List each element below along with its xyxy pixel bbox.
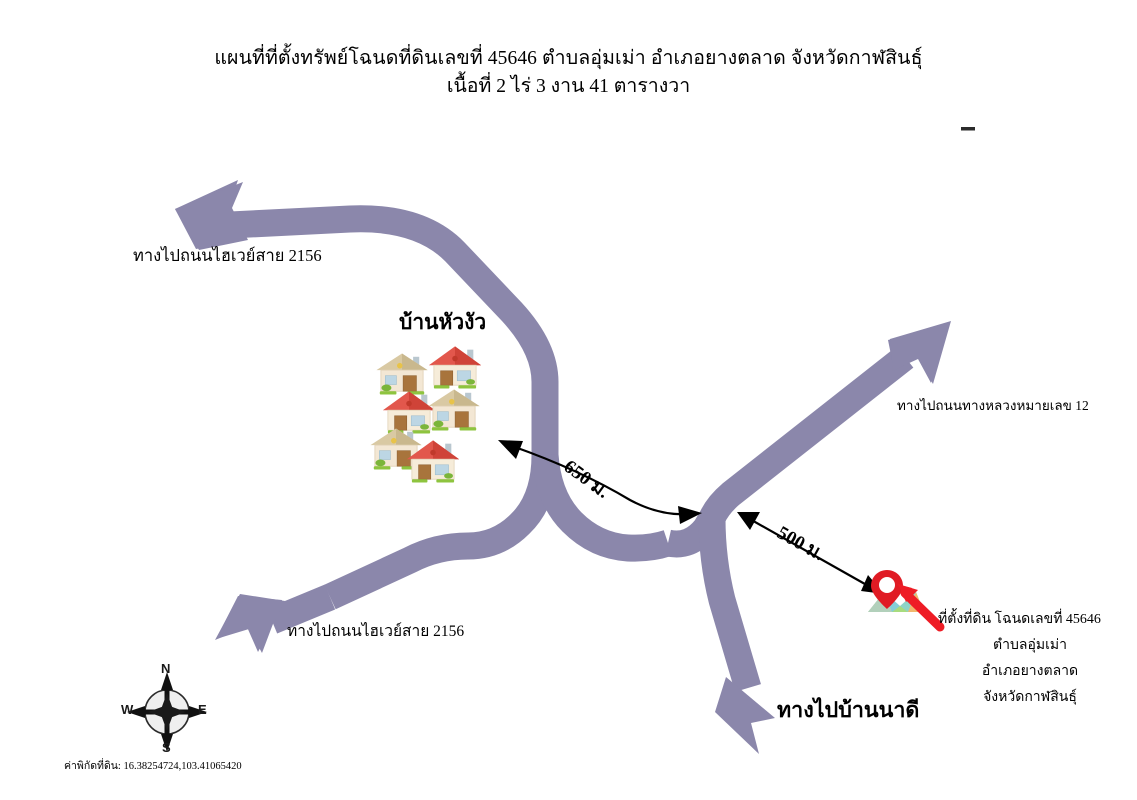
page-title-line1: แผนที่ที่ตั้งทรัพย์โฉนดที่ดินเลขที่ 4564… [214, 48, 923, 69]
road-highway-2156-northwest [175, 180, 559, 455]
parcel-deed-number: ที่ตั้งที่ดิน โฉนดเลขที่ 45646 [938, 612, 1101, 627]
compass-label-north: N [161, 661, 171, 676]
distance-arrow-650 [498, 440, 702, 524]
dash-mark [961, 127, 975, 131]
road-network [175, 180, 951, 754]
parcel-subdistrict: ตำบลอุ่มเม่า [993, 638, 1067, 653]
road-highway-2156-southwest [215, 584, 336, 653]
parcel-province: จังหวัดกาฬสินธุ์ [983, 690, 1077, 705]
road-highway-12-northeast [665, 321, 951, 558]
parcel-coordinates-label: ค่าพิกัดที่ดิน: 16.38254724,103.41065420 [64, 761, 242, 772]
compass-label-south: S [162, 740, 171, 755]
parcel-district: อำเภอยางตลาด [981, 664, 1079, 679]
parcel-location-block: ที่ตั้งที่ดิน โฉนดเลขที่ 45646 ตำบลอุ่มเ… [930, 608, 1130, 712]
label-ban-nadee: ทางไปบ้านนาดี [777, 698, 920, 722]
compass-label-east: E [198, 702, 207, 717]
compass-rose [127, 672, 207, 752]
parcel-marker [868, 570, 945, 632]
house-icon [376, 353, 428, 395]
road-junction-connector [531, 453, 673, 562]
road-ban-nadee-south [698, 517, 775, 754]
label-highway-2156-southwest: ทางไปถนนไฮเวย์สาย 2156 [287, 623, 465, 640]
village-house-cluster [370, 345, 482, 483]
house-icon [382, 390, 436, 434]
compass-label-west: W [121, 702, 134, 717]
map-pin-icon [871, 570, 903, 609]
label-highway-2156-northwest: ทางไปถนนไฮเวย์สาย 2156 [133, 246, 322, 265]
page-title-line2: เนื้อที่ 2 ไร่ 3 งาน 41 ตารางวา [446, 76, 691, 97]
house-icon [428, 345, 482, 389]
label-highway-12: ทางไปถนนทางหลวงหมายเลข 12 [897, 398, 1089, 413]
house-icon [428, 389, 480, 431]
red-pointer-arrow [898, 584, 945, 632]
label-village-ban-hua-ngua: บ้านหัวงัว [399, 310, 487, 334]
